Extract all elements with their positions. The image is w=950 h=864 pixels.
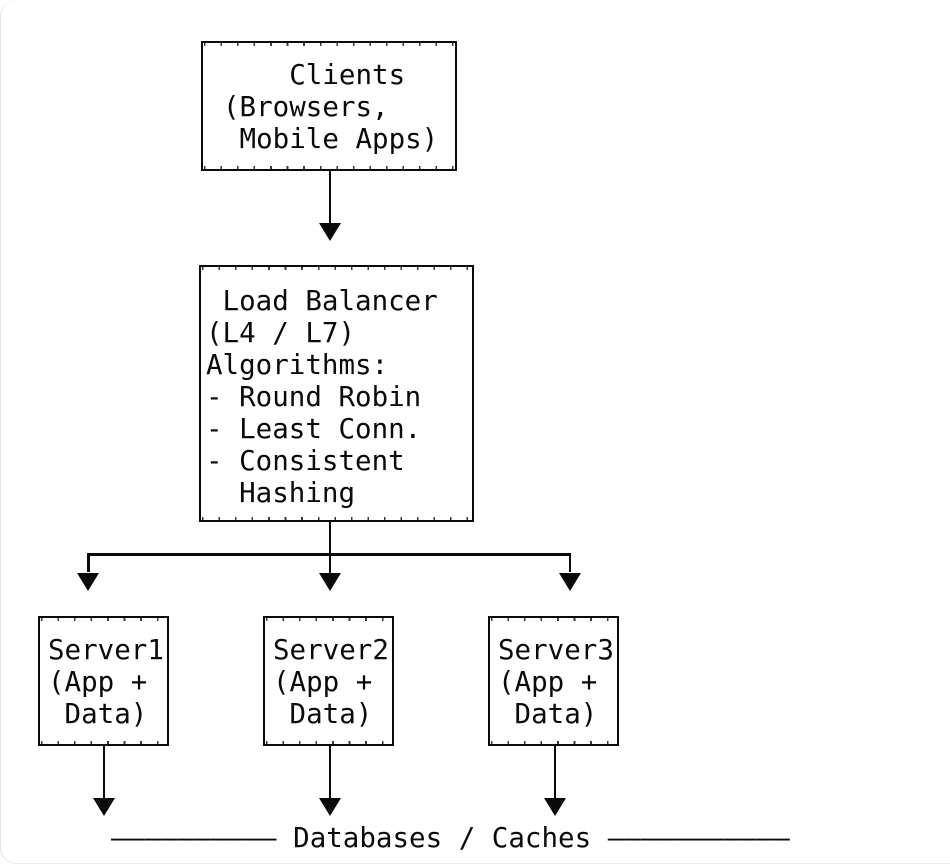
arrow-server1-to-database-line	[102, 746, 105, 798]
arrowhead-down-icon	[319, 223, 341, 241]
arrowhead-down-icon	[318, 573, 341, 591]
arrow-server3-to-database-line	[553, 746, 556, 798]
load-balancer-box: Load Balancer (L4 / L7) Algorithms: - Ro…	[199, 265, 474, 522]
loadbalancer-fanout-stem-line	[328, 522, 331, 555]
left-dash-rule: ——————————	[111, 822, 277, 854]
server1-box: Server1 (App + Data)	[38, 616, 169, 746]
arrowhead-down-icon	[558, 573, 581, 591]
clients-box: Clients (Browsers, Mobile Apps)	[201, 41, 457, 171]
arrowhead-down-icon	[77, 573, 99, 591]
arrow-clients-to-loadbalancer-line	[328, 171, 331, 223]
arrowhead-down-icon	[544, 798, 566, 816]
fanout-left-drop-line	[87, 553, 90, 572]
databases-caches-line: —————————— Databases / Caches ——————————…	[111, 822, 790, 854]
server3-box: Server3 (App + Data)	[488, 616, 619, 746]
fanout-right-drop-line	[568, 553, 571, 572]
server2-box: Server2 (App + Data)	[263, 616, 394, 746]
arrowhead-down-icon	[319, 798, 341, 816]
databases-caches-label: Databases / Caches	[276, 822, 608, 854]
arrow-server2-to-database-line	[328, 746, 331, 798]
fanout-middle-drop-line	[328, 553, 331, 575]
arrowhead-down-icon	[93, 798, 115, 816]
right-dash-rule: ———————————	[607, 822, 790, 854]
